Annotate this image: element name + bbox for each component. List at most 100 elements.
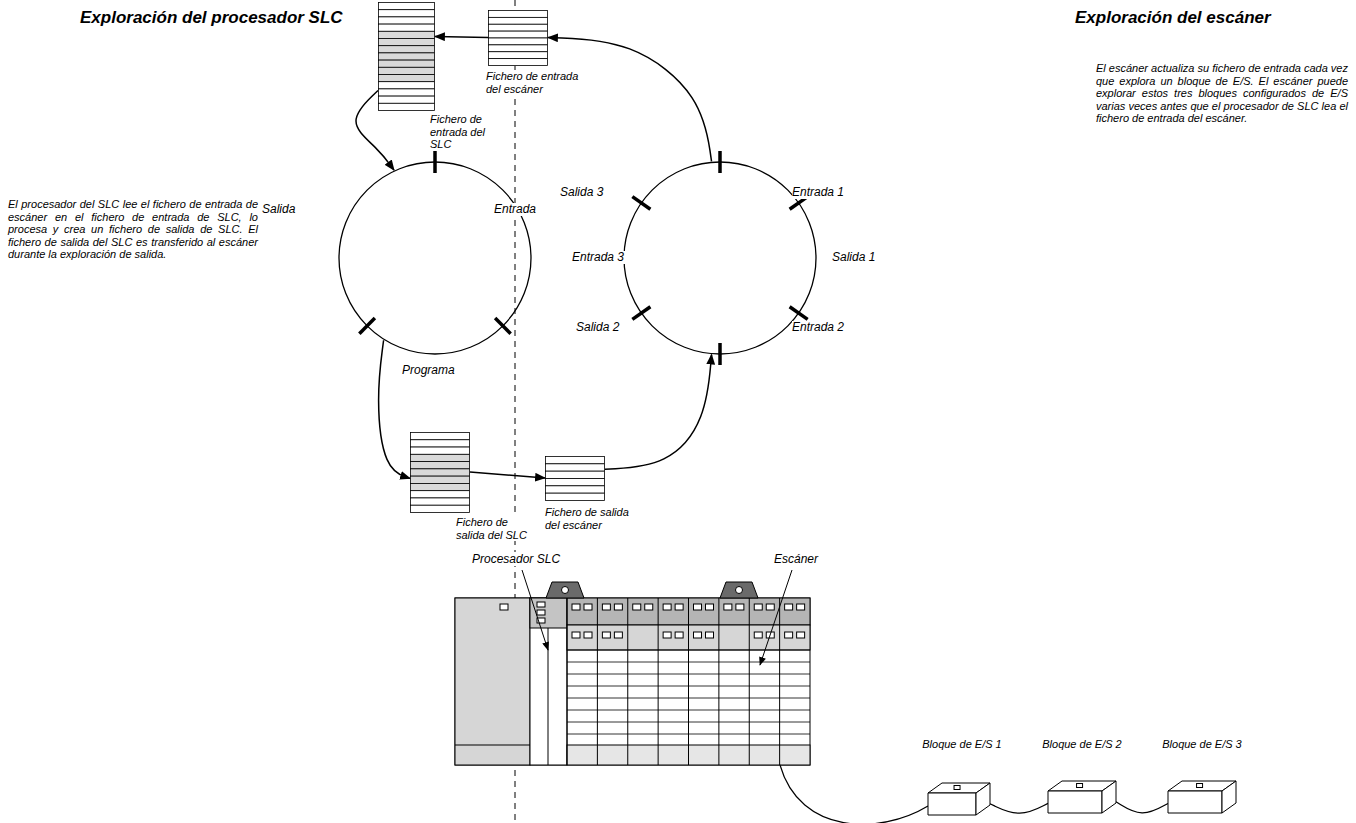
slc-chassis [614,604,622,610]
block-face [928,793,976,815]
file-row [379,96,435,103]
phase-tick [632,197,650,210]
file-row [379,82,435,89]
slc-chassis [455,745,530,746]
slc-chassis [602,632,610,638]
flow-arrow [470,472,545,478]
slc-chassis [675,604,683,610]
file-row [411,483,470,490]
slc-chassis [627,598,628,765]
block-label: Bloque de E/S 1 [914,738,1010,751]
file-caption: Fichero de entrada del escáner [486,70,582,95]
slc-chassis [567,662,810,663]
phase-tick [359,318,375,334]
box-outline [1048,781,1116,813]
phase-tick [495,318,511,334]
slc-chassis [785,632,793,638]
slc-chassis [537,598,810,765]
file-row [546,479,605,486]
file-row [379,103,435,110]
slc-chassis [633,604,641,610]
cycle-label: Entrada [494,203,554,216]
slc-chassis [567,722,810,723]
file-stack: Fichero de salida del SLC [410,432,470,512]
file-row [546,471,605,478]
section-heading: Exploración del escáner [1075,8,1271,28]
slc-chassis [658,598,659,765]
stack-outline [378,2,435,110]
slc-chassis [572,604,580,610]
slc-chassis [500,604,508,610]
file-stack: Fichero de entrada del SLC [378,2,435,110]
block-face [1168,791,1222,813]
network-cable [990,803,1048,813]
slc-chassis [797,632,805,638]
box-outline [928,783,990,815]
file-row [411,498,470,505]
file-row [546,464,605,471]
file-row [379,75,435,82]
leader-line [522,570,548,650]
file-row [379,10,435,17]
slc-chassis [567,598,568,765]
cycle-label: Salida 1 [832,251,892,264]
file-row [489,38,548,45]
slc-chassis [706,604,714,610]
flow-arrow [548,38,712,162]
file-row [546,493,605,500]
cycle-circle [339,162,531,354]
slc-chassis [455,598,810,765]
phase-tick [718,151,722,173]
file-row [489,52,548,59]
slc-chassis [455,598,530,765]
file-row [411,433,470,440]
phase-tick [718,343,722,365]
slc-chassis [754,604,762,610]
stack-outline [410,432,470,512]
block-connector [1077,784,1083,788]
file-caption: Fichero de entrada del SLC [430,113,502,151]
slc-chassis [724,604,732,610]
file-row [489,11,548,18]
phase-tick [632,307,650,320]
io-block: Bloque de E/S 3 [1168,781,1236,813]
slc-chassis [706,632,714,638]
slc-chassis [562,587,569,594]
box-outline [1168,781,1236,813]
callout-label: Escáner [772,552,820,566]
cycle-label: Entrada 2 [792,321,862,334]
file-row [489,45,548,52]
slc-chassis [537,602,545,607]
file-row [489,59,548,66]
slc-chassis [597,598,598,765]
file-row [379,53,435,60]
slc-chassis [720,582,758,598]
block-face [976,783,990,815]
file-row [411,454,470,461]
scan-cycle: Salida 3Entrada 1Entrada 3Salida 1Salida… [623,161,817,355]
slc-chassis [530,598,567,765]
block-face [1048,791,1102,813]
file-caption: Fichero de salida del SLC [456,516,534,541]
file-row [379,46,435,53]
slc-chassis [694,604,702,610]
file-row [379,31,435,38]
slc-chassis [663,604,671,610]
circle-outline [623,161,817,355]
file-row [411,440,470,447]
block-connector [954,786,960,790]
file-row [379,24,435,31]
flow-arrow [605,355,712,470]
slc-chassis [567,650,810,651]
slc-chassis [645,604,653,610]
scan-cycle: SalidaEntradaPrograma [338,161,532,355]
block-face [1222,781,1236,813]
slc-chassis [785,604,793,610]
file-caption: Fichero de salida del escáner [545,506,637,531]
slc-chassis [567,698,810,699]
slc-chassis [572,632,580,638]
block-face [1102,781,1116,813]
slc-chassis [546,582,584,598]
callout-label: Procesador SLC [470,552,562,566]
